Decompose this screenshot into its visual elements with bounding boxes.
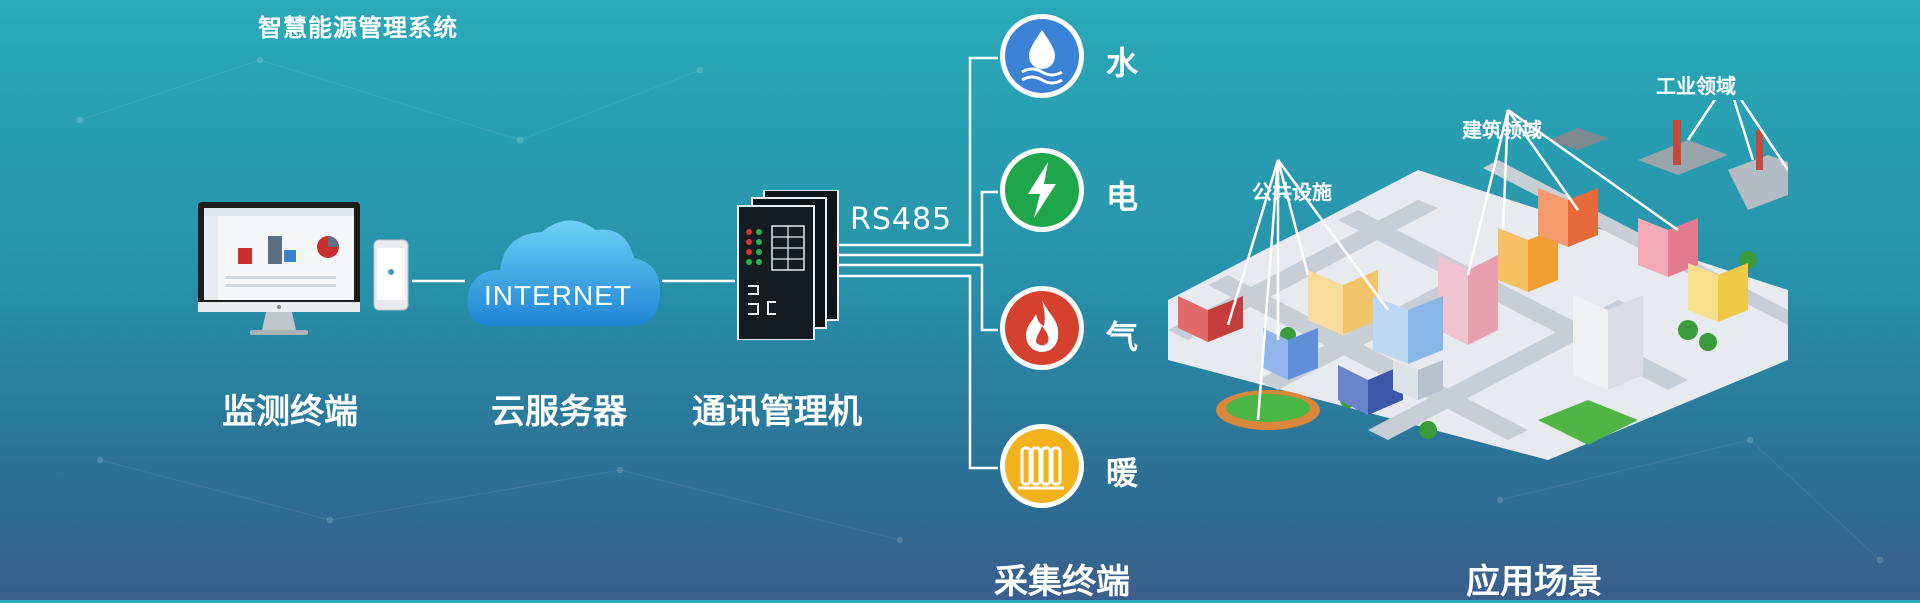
water-icon [1000, 14, 1084, 98]
computer-icon [198, 202, 409, 335]
collector-label: 采集终端 [994, 562, 1130, 602]
isometric-city-image [1168, 79, 1790, 460]
city-label-public: 公共设施 [1252, 180, 1332, 204]
resource-gas [998, 284, 1086, 372]
rs485-label: RS485 [850, 202, 953, 237]
gateway-label: 通讯管理机 [692, 392, 862, 432]
resource-gas-label: 气 [1106, 318, 1139, 356]
cloud-server-label: 云服务器 [491, 392, 627, 432]
cloud-icon [467, 220, 661, 326]
resource-water [998, 12, 1086, 100]
resource-electricity-label: 电 [1106, 178, 1139, 216]
resource-water-label: 水 [1106, 44, 1139, 82]
gateway-device [734, 189, 844, 341]
resource-electricity [998, 146, 1086, 234]
cloud-internet-text: INTERNET [484, 280, 632, 311]
resource-heating-label: 暖 [1106, 454, 1139, 492]
city-label-industry: 工业领域 [1656, 74, 1736, 98]
heating-radiator-icon [1000, 424, 1084, 508]
city-illustration [1168, 79, 1790, 460]
monitor-terminal-label: 监测终端 [222, 392, 358, 432]
gas-flame-icon [1000, 286, 1084, 370]
electricity-icon [1000, 148, 1084, 232]
city-label-building: 建筑领域 [1462, 118, 1542, 142]
monitor-terminal [196, 202, 411, 340]
cloud-server [464, 208, 664, 336]
gateway-icon [737, 189, 839, 341]
page-title: 智慧能源管理系统 [258, 14, 458, 42]
resource-heating [998, 422, 1086, 510]
scenarios-label: 应用场景 [1466, 562, 1602, 602]
